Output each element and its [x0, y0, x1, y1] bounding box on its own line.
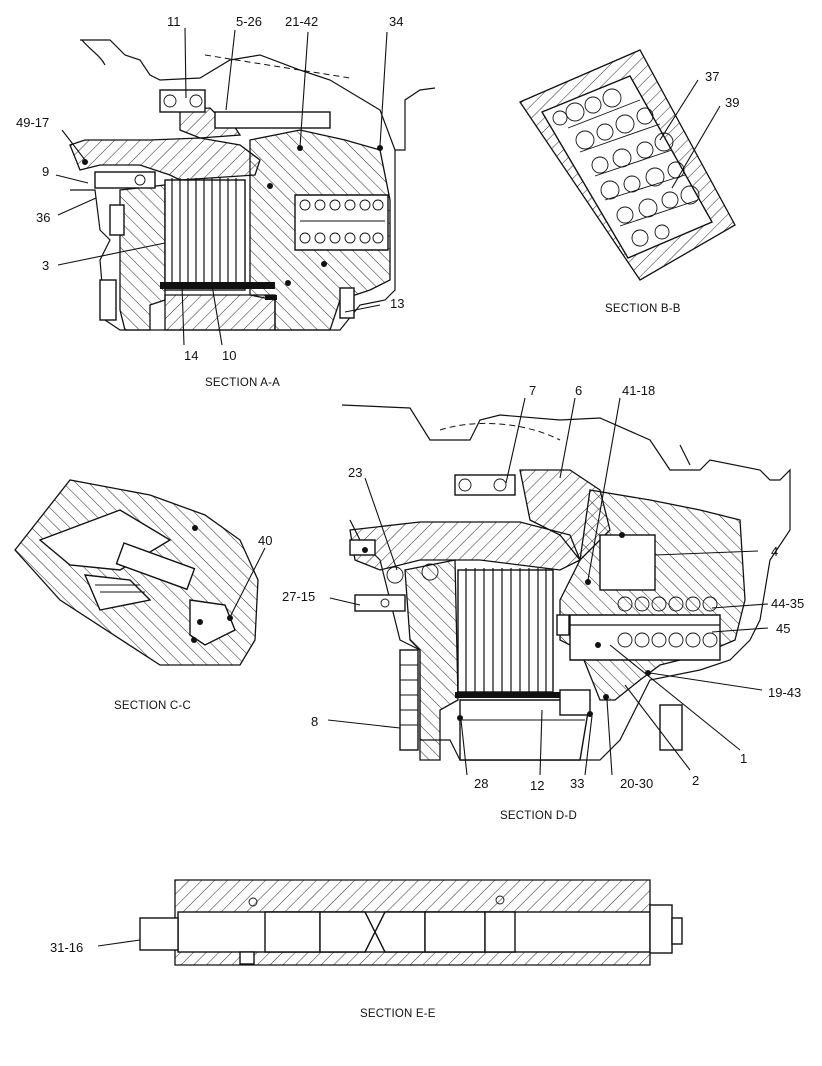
- section-e-e: [97, 879, 683, 966]
- section-caption: SECTION C-C: [114, 700, 191, 712]
- callout-label: 13: [390, 296, 404, 311]
- section-caption: SECTION B-B: [605, 303, 681, 315]
- section-caption: SECTION D-D: [500, 810, 577, 822]
- section-d-labels: 7 6 41-18 23 4 27-15 44-35 45 19-43 1 8 …: [282, 383, 804, 822]
- section-d-disc-pack: [455, 568, 585, 698]
- callout-label: 40: [258, 533, 272, 548]
- section-d-spring: [617, 596, 718, 648]
- callout-label: 31-16: [50, 940, 83, 955]
- callout-label: 5-26: [236, 14, 262, 29]
- callout-label: 20-30: [620, 776, 653, 791]
- callout-label: 4: [771, 544, 778, 559]
- callout-label: 8: [311, 714, 318, 729]
- callout-label: 2: [692, 773, 699, 788]
- callout-label: 41-18: [622, 383, 655, 398]
- section-e-labels: 31-16 SECTION E-E: [50, 940, 436, 1020]
- section-b-labels: 37 39 SECTION B-B: [605, 69, 739, 315]
- section-caption: SECTION E-E: [360, 1008, 436, 1020]
- callout-label: 28: [474, 776, 488, 791]
- callout-label: 1: [740, 751, 747, 766]
- callout-label: 23: [348, 465, 362, 480]
- callout-label: 9: [42, 164, 49, 179]
- callout-label: 14: [184, 348, 198, 363]
- section-a-disc-pack: [160, 178, 275, 291]
- callout-label: 33: [570, 776, 584, 791]
- callout-label: 45: [776, 621, 790, 636]
- callout-label: 7: [529, 383, 536, 398]
- callout-label: 44-35: [771, 596, 804, 611]
- callout-label: 36: [36, 210, 50, 225]
- section-c-c: [14, 479, 266, 666]
- section-c-labels: 40 SECTION C-C: [114, 533, 272, 712]
- section-a-labels: 11 5-26 21-42 34 49-17 9 36 3 13 14 10 S…: [16, 14, 404, 389]
- callout-label: 39: [725, 95, 739, 110]
- section-a-a: [55, 27, 436, 346]
- callout-label: 27-15: [282, 589, 315, 604]
- section-b-b: [519, 49, 736, 281]
- callout-label: 3: [42, 258, 49, 273]
- callout-label: 49-17: [16, 115, 49, 130]
- callout-label: 34: [389, 14, 403, 29]
- callout-label: 12: [530, 778, 544, 793]
- section-d-d: [327, 397, 791, 776]
- callout-label: 21-42: [285, 14, 318, 29]
- callout-label: 37: [705, 69, 719, 84]
- callout-label: 6: [575, 383, 582, 398]
- callout-label: 19-43: [768, 685, 801, 700]
- section-a-spring: [299, 199, 385, 244]
- callout-label: 10: [222, 348, 236, 363]
- callout-label: 11: [167, 14, 181, 29]
- section-caption: SECTION A-A: [205, 377, 280, 389]
